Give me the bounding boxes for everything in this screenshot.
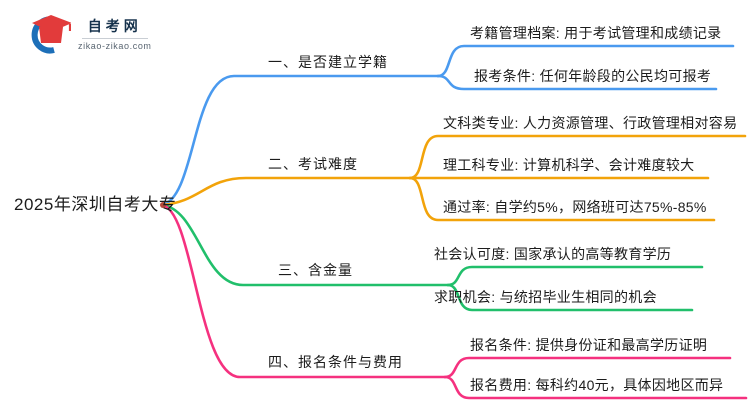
logo-title: 自考网 (87, 18, 142, 35)
branch1-leaf2: 报考条件: 任何年龄段的公民均可报考 (474, 68, 712, 84)
branch1-leaf1: 考籍管理档案: 用于考试管理和成绩记录 (470, 25, 722, 41)
branch3-leaf1-line (446, 265, 704, 287)
branch3-leaf2-line (446, 283, 694, 312)
branch1-leaf2-line (436, 74, 718, 91)
branch2-leaf1: 文科类专业: 人力资源管理、行政管理相对容易 (443, 115, 738, 131)
logo-divider (81, 37, 148, 39)
root-junction-dot (160, 202, 166, 208)
branch3-leaf2: 求职机会: 与统招毕业生相同的机会 (434, 289, 657, 305)
branch4-leaf1: 报名条件: 提供身份证和最高学历证明 (470, 337, 708, 353)
branch2-leaf3: 通过率: 自学约5%，网络班可达75%-85% (443, 199, 707, 215)
branch3-label: 三、含金量 (278, 262, 353, 278)
logo-domain: zikao-zikao.com (78, 40, 152, 51)
branch3-leaf1: 社会认可度: 国家承认的高等教育学历 (434, 246, 672, 262)
branch2-leaf2: 理工科专业: 计算机科学、会计难度较大 (443, 157, 695, 173)
branch2-leaf1-line (408, 134, 747, 180)
branch4-leaf2: 报名费用: 每科约40元，具体因地区而异 (470, 377, 724, 393)
branch4-label: 四、报名条件与费用 (268, 354, 403, 370)
branch1-label: 一、是否建立学籍 (268, 54, 388, 70)
branch2-leaf3-line (408, 176, 716, 222)
branch2-main-line (160, 176, 412, 207)
site-logo: 自考网 zikao-zikao.com (27, 13, 152, 55)
branch1-main-line (160, 74, 440, 207)
root-node: 2025年深圳自考大专 (14, 195, 177, 214)
branch4-main-line (160, 203, 447, 379)
branch2-label: 二、考试难度 (268, 156, 358, 172)
graduation-cap-icon (31, 15, 71, 54)
branch1-leaf1-line (436, 44, 735, 78)
branch4-leaf1-line (443, 356, 732, 379)
branch4-leaf2-line (443, 375, 748, 400)
branch3-main-line (160, 203, 450, 287)
